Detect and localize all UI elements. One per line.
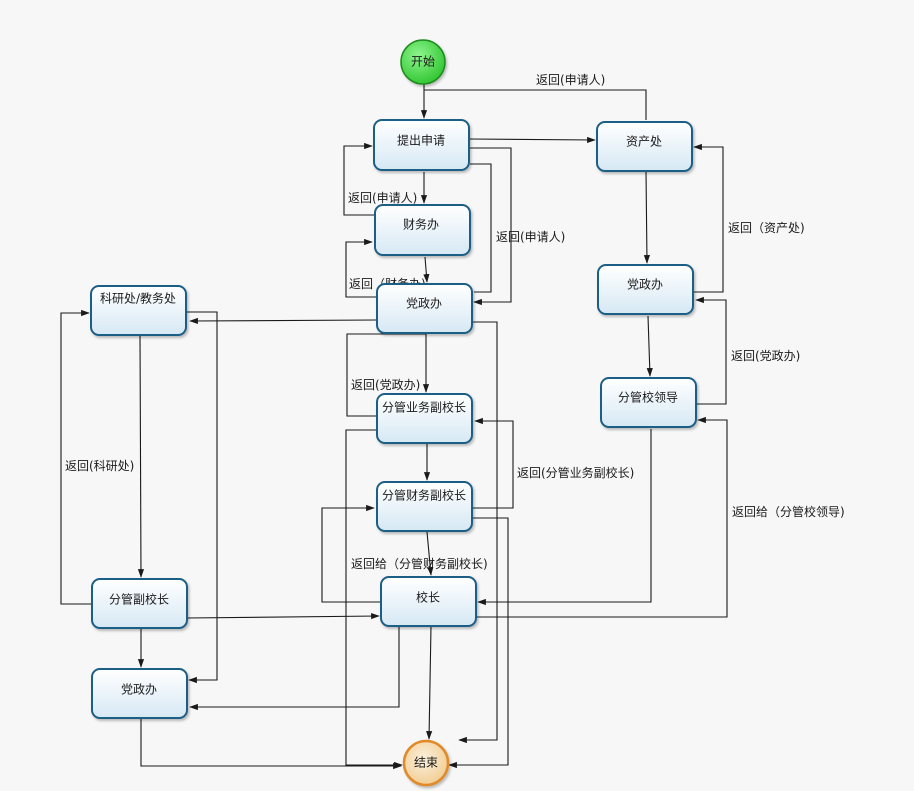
node-asset-office[interactable]: 资产处: [596, 121, 693, 172]
node-leader-right-label: 分管校领导: [618, 390, 678, 405]
edge-vicebusiness-end: [345, 429, 403, 769]
edge-finance-party: [423, 256, 430, 283]
edge-asset-partyright: [643, 170, 650, 264]
edge-vicefinance-return-vicebusiness: [472, 417, 514, 509]
node-president-label: 校长: [416, 590, 440, 605]
node-leader-right[interactable]: 分管校领导: [600, 377, 697, 428]
label-return-vice-business: 返回(分管业务副校长): [517, 465, 634, 480]
edge-president-end: [426, 625, 433, 740]
node-vice-left-label: 分管副校长: [109, 592, 169, 607]
edge-leader-president: [477, 429, 652, 606]
edge-research-partyleft: [186, 311, 218, 684]
start-label: 开始: [411, 55, 435, 69]
edge-viceleft-president: [186, 613, 380, 620]
start-node[interactable]: 开始: [400, 39, 446, 85]
edge-president-return-leader: [477, 416, 728, 618]
edge-party-research: [189, 317, 377, 325]
node-vice-business-label: 分管业务副校长: [382, 400, 466, 415]
edge-finance-return-submit: [343, 142, 374, 216]
node-party-office-right-label: 党政办: [627, 277, 663, 292]
edge-research-viceleft: [137, 335, 145, 578]
node-party-office-main-label: 党政办: [406, 296, 442, 311]
edge-submit-asset: [469, 136, 596, 144]
label-return-applicant-left: 返回(申请人): [348, 191, 417, 205]
node-party-office-main[interactable]: 党政办: [376, 283, 473, 334]
edge-party-end: [458, 321, 498, 744]
node-finance-office-label: 财务办: [403, 217, 439, 232]
end-label: 结束: [414, 756, 438, 770]
edge-leader-return-partyright: [695, 296, 727, 405]
node-finance-office[interactable]: 财务办: [374, 204, 471, 256]
edge-asset-return-submit: [424, 89, 647, 120]
label-return-leader: 返回给（分管校领导): [732, 504, 845, 519]
label-return-applicant-right: 返回(申请人): [496, 230, 565, 244]
label-return-applicant-top: 返回(申请人): [536, 73, 605, 87]
node-asset-office-label: 资产处: [626, 135, 662, 149]
nodes: 开始 提出申请 财务办 党政办 资产处 党政办 分管校领导 科研: [90, 39, 697, 787]
node-party-office-right[interactable]: 党政办: [597, 264, 694, 315]
edge-submit-party-outer: [470, 147, 512, 306]
label-return-asset: 返回（资产处): [728, 221, 805, 235]
label-return-party-right: 返回(党政办): [731, 348, 800, 363]
edge-vicefinance-end: [448, 517, 509, 769]
node-submit[interactable]: 提出申请: [373, 119, 470, 171]
node-president[interactable]: 校长: [380, 576, 477, 627]
edge-party-return-finance: [345, 238, 376, 298]
node-research-office[interactable]: 科研处/教务处: [90, 285, 187, 336]
edge-partyleft-end: [140, 719, 402, 770]
label-return-research: 返回(科研处): [65, 459, 134, 473]
node-vice-business[interactable]: 分管业务副校长: [376, 393, 473, 444]
end-node[interactable]: 结束: [402, 739, 450, 787]
edge-president-return-vicefinance: [321, 504, 380, 603]
edge-labels: 返回(申请人) 返回(申请人) 返回(申请人) 返回（财务办) 返回(党政办) …: [65, 73, 845, 571]
label-return-vice-finance: 返回给（分管财务副校长): [351, 556, 488, 571]
edge-vicefinance-president: [426, 531, 434, 576]
edge-partyright-leader: [646, 315, 653, 377]
node-vice-finance[interactable]: 分管财务副校长: [376, 481, 473, 532]
node-vice-finance-label: 分管财务副校长: [382, 488, 466, 503]
edge-submit-party-inner: [470, 163, 492, 293]
label-return-party: 返回(党政办): [351, 377, 420, 392]
node-submit-label: 提出申请: [397, 133, 445, 148]
edge-viceleft-return-research: [60, 309, 92, 605]
edge-partyright-return-asset: [693, 143, 724, 293]
node-research-office-label: 科研处/教务处: [100, 291, 176, 306]
node-vice-left[interactable]: 分管副校长: [91, 578, 188, 629]
node-party-office-left-label: 党政办: [121, 682, 157, 697]
edges: [60, 84, 728, 770]
node-party-office-left[interactable]: 党政办: [91, 668, 188, 719]
edge-president-partyleft: [189, 626, 400, 711]
